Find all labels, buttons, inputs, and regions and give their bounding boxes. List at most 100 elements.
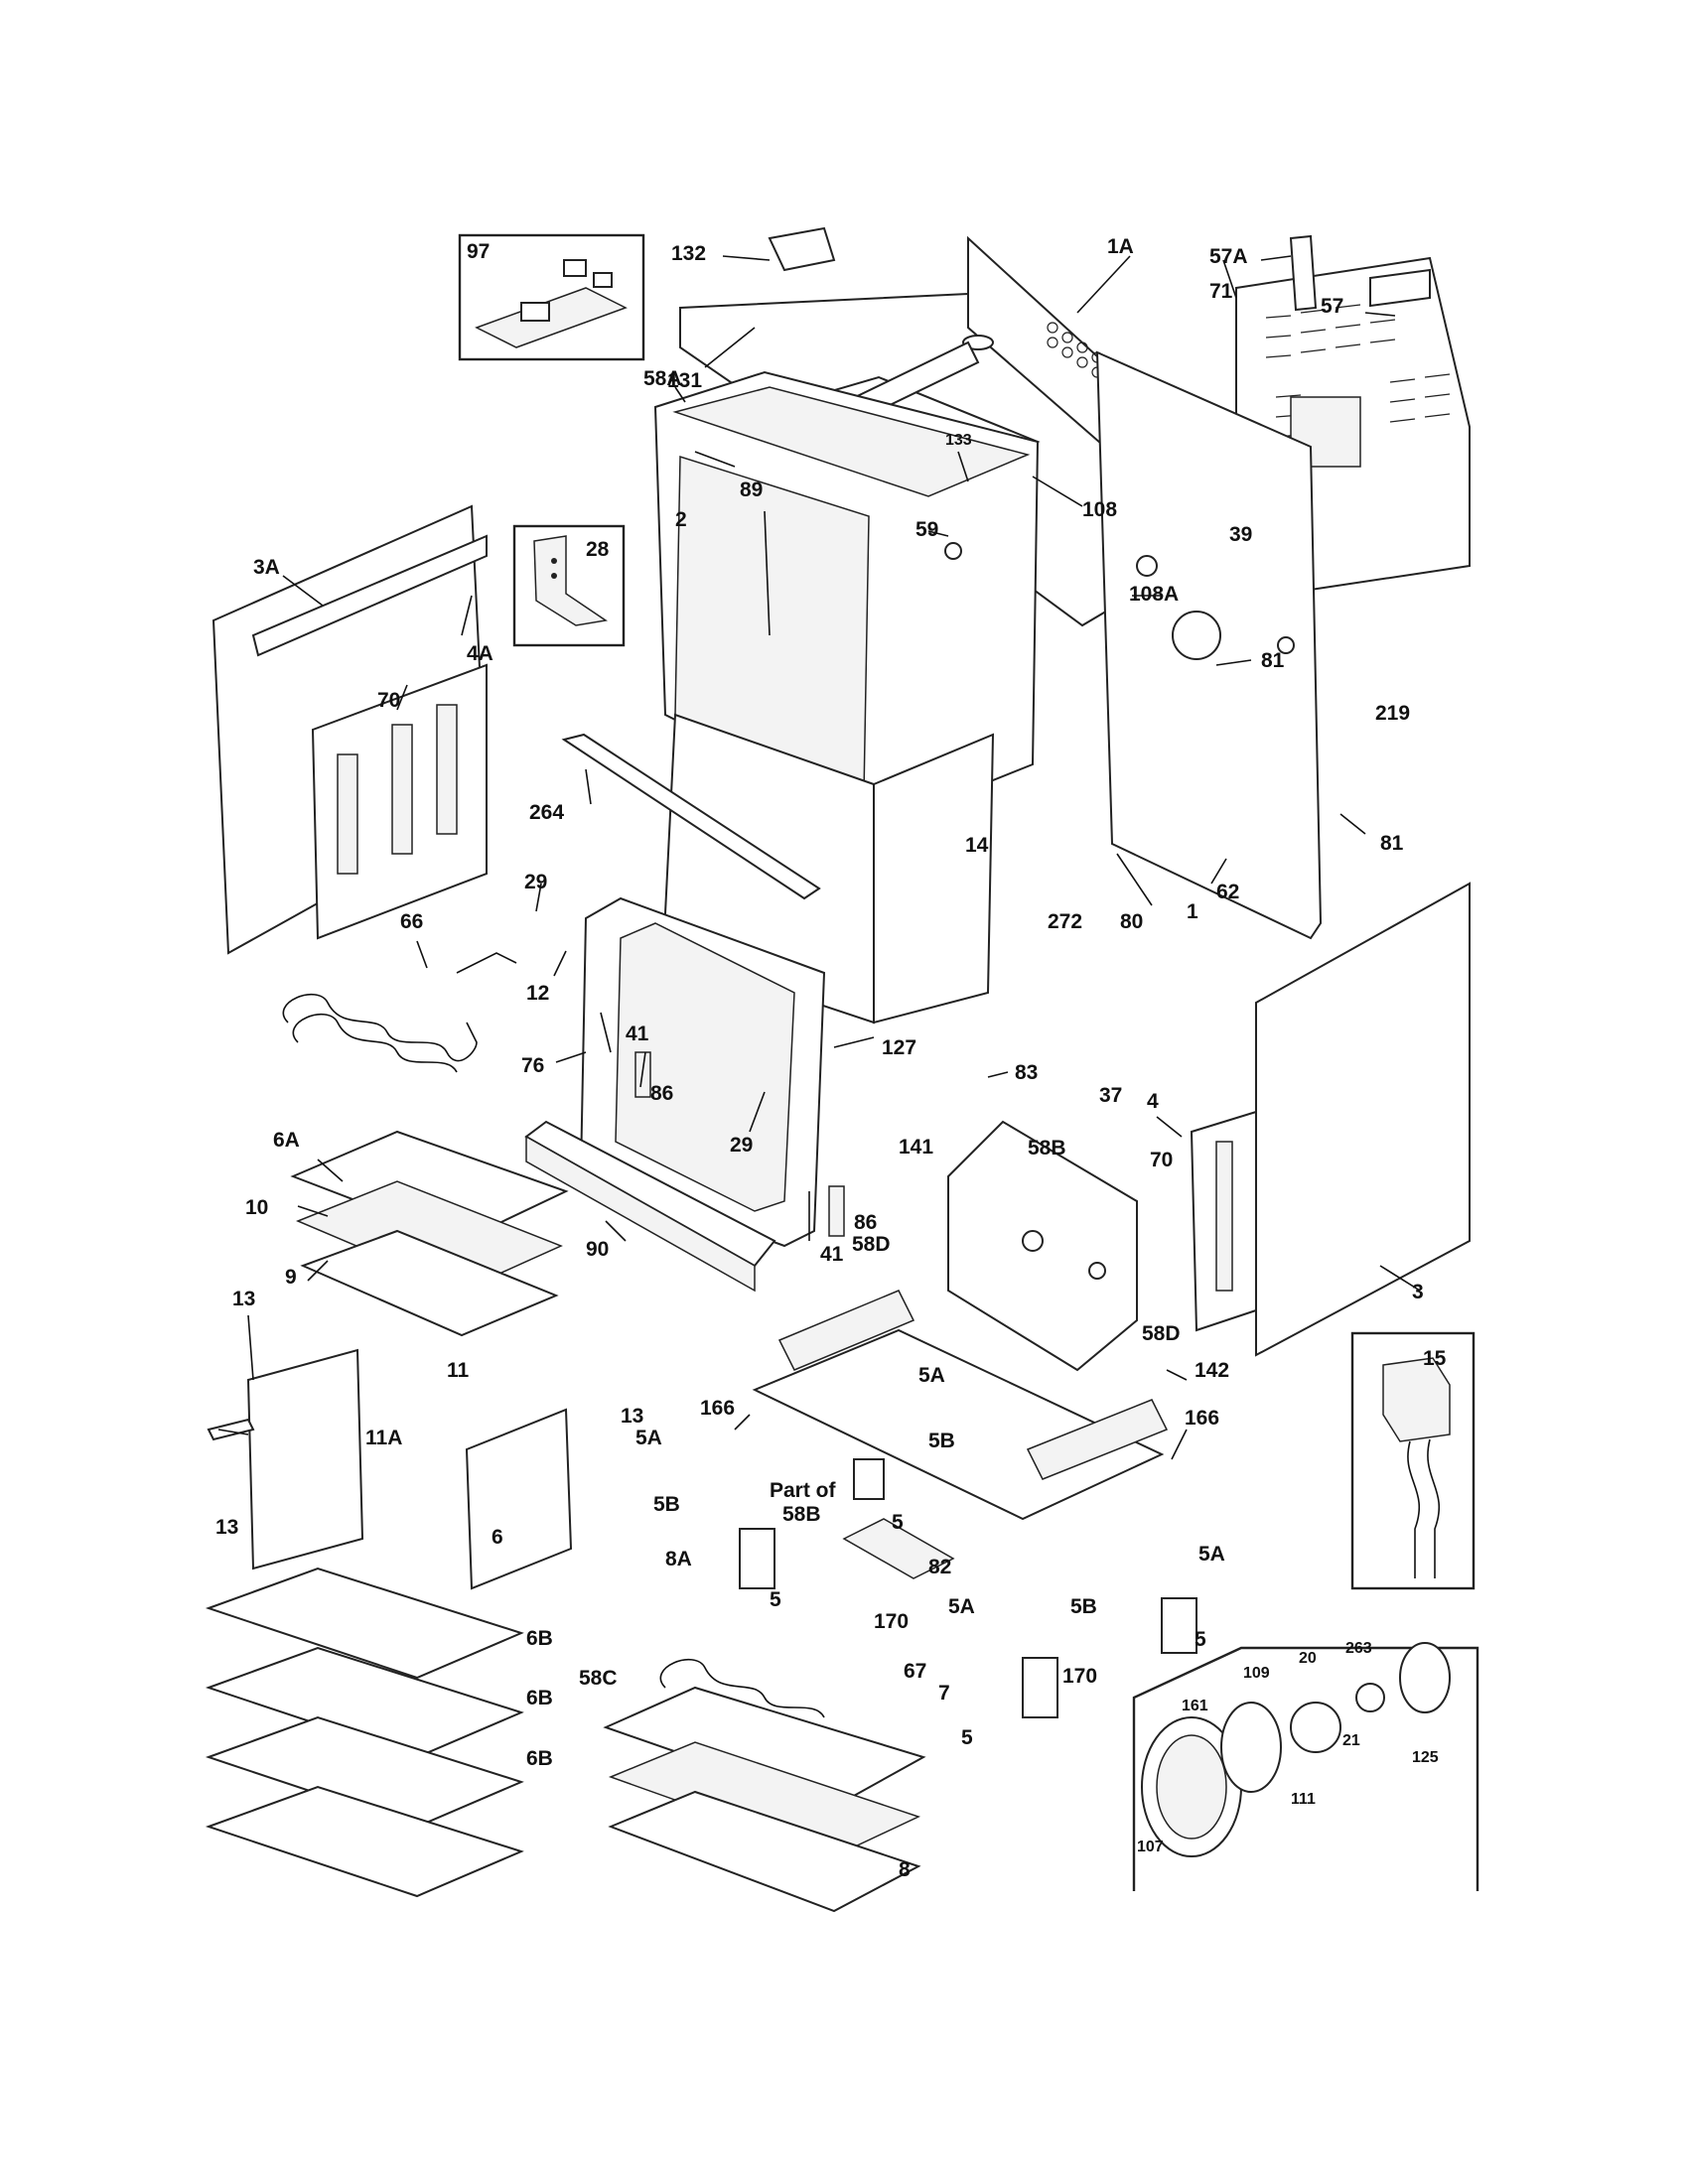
callout-67: 67 [904,1660,926,1683]
callout-108: 108 [1082,498,1117,521]
callout-5-left: 5 [770,1588,781,1611]
callout-170-bottom: 170 [1062,1665,1097,1688]
oven-cavity-58A [653,370,1040,826]
callout-263: 263 [1345,1640,1372,1657]
callout-83: 83 [1015,1061,1038,1084]
callout-8: 8 [899,1858,911,1881]
rack-supports-11 [465,1408,573,1590]
callout-132: 132 [671,242,706,265]
callout-8A: 8A [665,1548,692,1570]
side-panel-3 [1255,882,1471,1357]
callout-29-bottom: 29 [730,1134,753,1157]
callout-141: 141 [899,1136,933,1159]
callout-4: 4 [1147,1090,1159,1113]
callout-58D-upper: 58D [852,1233,891,1256]
callout-66: 66 [400,910,423,933]
callout-90: 90 [586,1238,609,1261]
callout-10: 10 [245,1196,268,1219]
callout-14: 14 [965,834,989,857]
callout-219: 219 [1375,702,1410,725]
callout-161: 161 [1182,1698,1208,1714]
callout-6A: 6A [273,1129,300,1152]
callout-6: 6 [492,1526,503,1549]
callout-6B-1: 6B [526,1627,553,1650]
callout-39: 39 [1229,523,1252,546]
callout-3A: 3A [253,556,280,579]
broil-pan-6A-10-9 [290,1130,569,1337]
oven-racks-6B [205,1567,524,1898]
insulation-58B [947,1120,1138,1372]
callout-170-top: 170 [874,1610,909,1633]
callout-5B-left: 5B [653,1493,680,1516]
callout-5-right: 5 [1195,1628,1206,1651]
callout-5A-left: 5A [635,1427,662,1449]
callout-76: 76 [521,1054,544,1077]
callout-111: 111 [1291,1791,1316,1808]
callout-81-bottom: 81 [1380,832,1404,855]
callout-142: 142 [1195,1359,1229,1382]
callout-133: 133 [945,432,972,449]
callout-13-bottom: 13 [215,1516,238,1539]
callout-13-right: 13 [621,1405,643,1428]
callout-29-top: 29 [524,871,547,893]
leader-lines [217,255,1421,1460]
callout-28: 28 [586,538,610,561]
callout-80: 80 [1120,910,1143,933]
callout-108A: 108A [1129,583,1179,606]
inset-part-15 [1350,1331,1476,1590]
heat-shield-70-left [311,663,488,940]
trim-264 [561,733,821,900]
callout-4A: 4A [467,642,493,665]
callout-57: 57 [1321,295,1343,318]
callout-5-bottom: 5 [961,1726,973,1749]
callout-3: 3 [1412,1281,1424,1303]
callout-107: 107 [1137,1839,1164,1855]
callout-13-top: 13 [232,1288,255,1310]
door-trim-90 [524,1120,776,1293]
oven-door-76 [579,896,845,1248]
callout-15: 15 [1423,1347,1447,1370]
inset-control-board [458,233,645,361]
rack-supports-11A [207,1348,364,1570]
callout-58C: 58C [579,1667,618,1690]
callout-7: 7 [938,1682,950,1705]
callout-41-bottom: 41 [820,1243,844,1266]
callout-5B-mid: 5B [928,1430,955,1452]
callout-5A-lower: 5A [948,1595,975,1618]
fan-assembly [1141,1642,1451,1857]
callout-166-left: 166 [700,1397,735,1420]
callout-11: 11 [447,1359,470,1382]
callout-5B-right: 5B [1070,1595,1097,1618]
callout-21: 21 [1342,1732,1360,1749]
callout-131: 131 [667,369,702,392]
callout-86-bottom: 86 [854,1211,877,1234]
callout-5A-top: 5A [918,1364,945,1387]
callout-6B-3: 6B [526,1747,553,1770]
callout-264: 264 [529,801,564,824]
callout-71: 71 [1209,280,1233,303]
callout-81-top: 81 [1261,649,1285,672]
callout-1A: 1A [1107,235,1134,258]
callout-labels: 97 132 1A 57A 57 71 131 133 89 2 59 108 … [215,235,1447,1881]
inset-convection-fan [1132,1646,1479,1891]
broil-element-66 [282,952,517,1073]
callout-part-of: Part of [770,1479,837,1502]
base-frame-82 [752,1290,1169,1579]
callout-37: 37 [1099,1084,1122,1107]
callout-5A-right: 5A [1198,1543,1225,1566]
callout-20: 20 [1299,1650,1317,1667]
callout-58B: 58B [1028,1137,1066,1160]
leveling-legs-5A-5B [739,1458,1197,1718]
callout-12: 12 [526,982,549,1005]
callout-166-right: 166 [1185,1407,1219,1430]
inset-bracket-28 [512,524,626,647]
callout-41-top: 41 [626,1023,649,1045]
callout-part-of-58B: 58B [782,1503,821,1526]
callout-59: 59 [915,518,938,541]
callout-89: 89 [740,478,763,501]
callout-70-right: 70 [1150,1149,1173,1171]
callout-2: 2 [675,508,687,531]
callout-86-top: 86 [650,1082,673,1105]
callout-127: 127 [882,1036,916,1059]
